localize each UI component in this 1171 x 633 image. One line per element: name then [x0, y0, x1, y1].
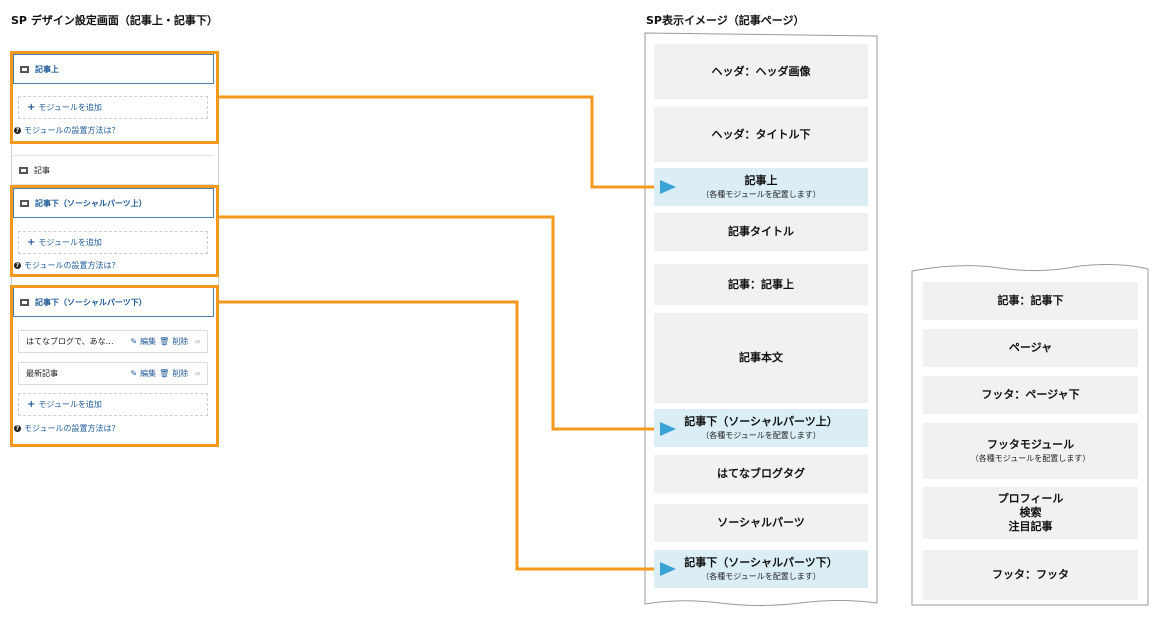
drag-handle-icon: [19, 166, 28, 174]
help-link-label: モジュールの設置方法は？: [24, 261, 120, 270]
section-header-article-top[interactable]: 記事上: [13, 54, 214, 84]
drag-handle-icon: [20, 298, 29, 306]
connector-line: [219, 300, 660, 571]
delete-module-link[interactable]: 削除: [172, 337, 189, 346]
highlight-frame-article-bottom-lower: [10, 285, 219, 447]
module-help-link[interactable]: ? モジュールの設置方法は？: [14, 125, 119, 136]
section-header-label: 記事下（ソーシャルパーツ下）: [35, 297, 147, 307]
sp-block-article-lower: 記事：記事下: [923, 282, 1138, 320]
sp-block-label: ヘッダ：ヘッダ画像: [711, 64, 811, 78]
sp-preview-heading: SP表示イメージ（記事ページ）: [646, 14, 805, 27]
connector-line: [219, 215, 660, 431]
sp-block-sublabel: （各種モジュールを配置します）: [701, 571, 821, 581]
sp-block-label: ページャ: [1008, 341, 1053, 355]
sp-block-article-top: 記事上 （各種モジュールを配置します）: [654, 168, 868, 206]
settings-panel: [11, 52, 219, 446]
trash-icon: 🗑: [159, 369, 170, 378]
drag-handle-icon: [20, 199, 29, 207]
sp-block-footer-footer: フッタ：フッタ: [923, 550, 1138, 600]
module-help-link[interactable]: ? モジュールの設置方法は？: [14, 423, 119, 434]
settings-screen-heading: SP デザイン設定画面（記事上・記事下）: [11, 14, 218, 27]
sp-block-label: フッタ：フッタ: [992, 568, 1069, 582]
add-module-button[interactable]: + モジュールを追加: [18, 96, 208, 119]
pencil-icon: ✎: [130, 337, 138, 346]
sp-block-article-upper: 記事：記事上: [654, 264, 868, 305]
sp-block-article-bottom-lower: 記事下（ソーシャルパーツ下） （各種モジュールを配置します）: [654, 550, 868, 588]
sp-block-label: 検索: [1019, 506, 1042, 520]
section-header-article-bottom-upper[interactable]: 記事下（ソーシャルパーツ上）: [13, 188, 214, 218]
module-row[interactable]: はてなブログで、あな… ✎ 編集 🗑 削除 ≡: [18, 330, 208, 353]
sp-block-article-title: 記事タイトル: [654, 213, 868, 251]
sp-block-label: 記事：記事上: [728, 277, 794, 291]
connector-line: [219, 95, 660, 189]
module-name: 最新記事: [26, 369, 58, 378]
sp-block-hatena-tags: はてなブログタグ: [654, 455, 868, 493]
section-header-article[interactable]: 記事: [13, 155, 214, 185]
plus-icon: +: [27, 398, 36, 410]
sp-block-label: フッタ：ページャ下: [981, 388, 1080, 402]
question-circle-icon: ?: [14, 262, 21, 269]
question-circle-icon: ?: [14, 127, 21, 134]
arrow-right-icon: [660, 180, 676, 194]
section-header-label: 記事下（ソーシャルパーツ上）: [35, 198, 147, 208]
sp-block-footer-below-pager: フッタ：ページャ下: [923, 376, 1138, 414]
plus-icon: +: [27, 101, 36, 113]
add-module-button[interactable]: + モジュールを追加: [18, 231, 208, 254]
sp-block-label: 注目記事: [1008, 519, 1053, 533]
arrow-right-icon: [660, 422, 676, 436]
pencil-icon: ✎: [130, 369, 138, 378]
add-module-button[interactable]: + モジュールを追加: [18, 393, 208, 416]
grip-icon[interactable]: ≡: [194, 337, 201, 346]
sp-block-label: ヘッダ：タイトル下: [711, 127, 811, 141]
help-link-label: モジュールの設置方法は？: [24, 126, 120, 135]
sp-block-pager: ページャ: [923, 329, 1138, 367]
sp-block-footer-modules: フッタモジュール （各種モジュールを配置します）: [923, 423, 1138, 479]
sp-block-label: 記事本文: [739, 351, 783, 365]
module-help-link[interactable]: ? モジュールの設置方法は？: [14, 260, 119, 271]
plus-icon: +: [27, 236, 36, 248]
arrow-right-icon: [660, 562, 676, 576]
sp-block-sublabel: （各種モジュールを配置します）: [701, 430, 821, 440]
add-module-label: モジュールを追加: [38, 103, 102, 112]
sp-block-label: プロフィール: [997, 492, 1064, 506]
drag-handle-icon: [20, 65, 29, 73]
sp-block-sublabel: （各種モジュールを配置します）: [701, 189, 821, 199]
sp-block-label: 記事下（ソーシャルパーツ下）: [684, 556, 838, 570]
grip-icon[interactable]: ≡: [194, 369, 201, 378]
section-header-label: 記事: [34, 165, 50, 175]
trash-icon: 🗑: [159, 337, 170, 346]
add-module-label: モジュールを追加: [38, 238, 102, 247]
module-row[interactable]: 最新記事 ✎ 編集 🗑 削除 ≡: [18, 362, 208, 385]
highlight-frame-article-bottom-upper: [10, 185, 219, 277]
edit-module-link[interactable]: 編集: [140, 369, 157, 378]
sp-block-label: 記事：記事下: [997, 294, 1064, 308]
highlight-frame-article-top: [10, 51, 219, 144]
sp-block-label: はてなブログタグ: [717, 467, 805, 481]
sp-block-header-image: ヘッダ：ヘッダ画像: [654, 44, 868, 99]
sp-block-article-bottom-upper: 記事下（ソーシャルパーツ上） （各種モジュールを配置します）: [654, 409, 868, 447]
sp-block-label: フッタモジュール: [986, 438, 1075, 452]
edit-module-link[interactable]: 編集: [140, 337, 157, 346]
delete-module-link[interactable]: 削除: [172, 369, 189, 378]
add-module-label: モジュールを追加: [38, 400, 102, 409]
sp-block-label: 記事下（ソーシャルパーツ上）: [684, 415, 838, 429]
sp-block-article-body: 記事本文: [654, 313, 868, 403]
help-link-label: モジュールの設置方法は？: [24, 424, 120, 433]
sp-block-label: ソーシャルパーツ: [717, 516, 805, 530]
sp-block-footer-module-list: プロフィール 検索 注目記事: [923, 487, 1138, 539]
sp-block-sublabel: （各種モジュールを配置します）: [970, 453, 1091, 463]
module-name: はてなブログで、あな…: [26, 337, 114, 346]
sp-block-social-parts: ソーシャルパーツ: [654, 504, 868, 542]
section-header-label: 記事上: [35, 64, 59, 74]
sp-block-label: 記事上: [744, 174, 778, 188]
sp-block-label: 記事タイトル: [728, 225, 794, 239]
question-circle-icon: ?: [14, 425, 21, 432]
sp-block-header-below-title: ヘッダ：タイトル下: [654, 107, 868, 162]
